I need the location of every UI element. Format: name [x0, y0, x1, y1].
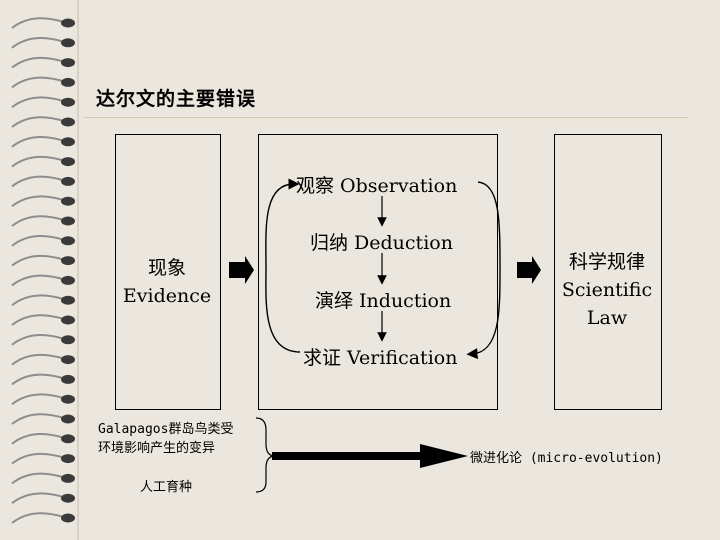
binding-ring — [11, 235, 75, 247]
slide-title: 达尔文的主要错误 — [96, 88, 257, 110]
process-box — [258, 134, 498, 410]
binding-ring — [11, 56, 75, 69]
binding-ring — [11, 136, 75, 148]
binding-ring — [11, 433, 75, 445]
evidence-label: 现象 Evidence — [115, 254, 219, 310]
right-loop-arrow — [466, 181, 501, 360]
binding-ring — [11, 334, 75, 346]
evidence-box — [115, 134, 221, 410]
binding-ring — [11, 492, 75, 504]
binding-ring — [11, 76, 75, 89]
deduction-step: 归纳 Deduction — [310, 232, 453, 254]
law-label-en2: Law — [586, 307, 628, 329]
spiral-binding-icon — [11, 0, 79, 540]
binding-ring — [11, 195, 75, 207]
induction-step: 演绎 Induction — [315, 290, 452, 312]
evidence-label-en: Evidence — [122, 285, 212, 307]
observation-step: 观察 Observation — [296, 175, 458, 197]
binding-ring — [11, 314, 75, 326]
binding-ring — [11, 452, 75, 465]
law-label-en1: Scientific — [561, 279, 653, 301]
evidence-label-zh: 现象 — [147, 257, 186, 279]
binding-ring — [11, 472, 75, 485]
title-divider — [84, 117, 688, 118]
binding-ring — [11, 393, 75, 405]
evidence-to-process-arrow — [229, 256, 254, 284]
binding-ring — [11, 254, 75, 267]
galapagos-line2: 环境影响产生的变异 — [98, 441, 216, 456]
law-label-zh: 科学规律 — [568, 251, 645, 273]
binding-ring — [11, 413, 75, 425]
binding-ring — [11, 512, 75, 524]
left-loop-arrow — [265, 178, 301, 353]
binding-ring — [11, 116, 75, 128]
process-to-law-arrow — [517, 256, 541, 284]
binding-ring — [11, 294, 75, 306]
artificial-breeding: 人工育种 — [140, 480, 193, 495]
binding-ring — [11, 155, 75, 168]
law-box — [554, 134, 662, 410]
binding-ring — [11, 215, 75, 227]
binding-ring — [11, 17, 75, 29]
binding-ring — [11, 37, 75, 49]
binding-ring — [11, 274, 75, 287]
binding-ring — [11, 96, 75, 108]
galapagos-line1: Galapagos群岛鸟类受 — [98, 422, 234, 437]
micro-evolution-label: 微进化论 (micro-evolution) — [470, 451, 663, 466]
binding-ring — [11, 373, 75, 386]
verification-step: 求证 Verification — [303, 347, 458, 369]
law-label: 科学规律 Scientific Law — [554, 248, 660, 332]
binding-ring — [11, 353, 75, 366]
binding-ring — [11, 175, 75, 188]
micro-evolution-arrow — [272, 444, 468, 468]
